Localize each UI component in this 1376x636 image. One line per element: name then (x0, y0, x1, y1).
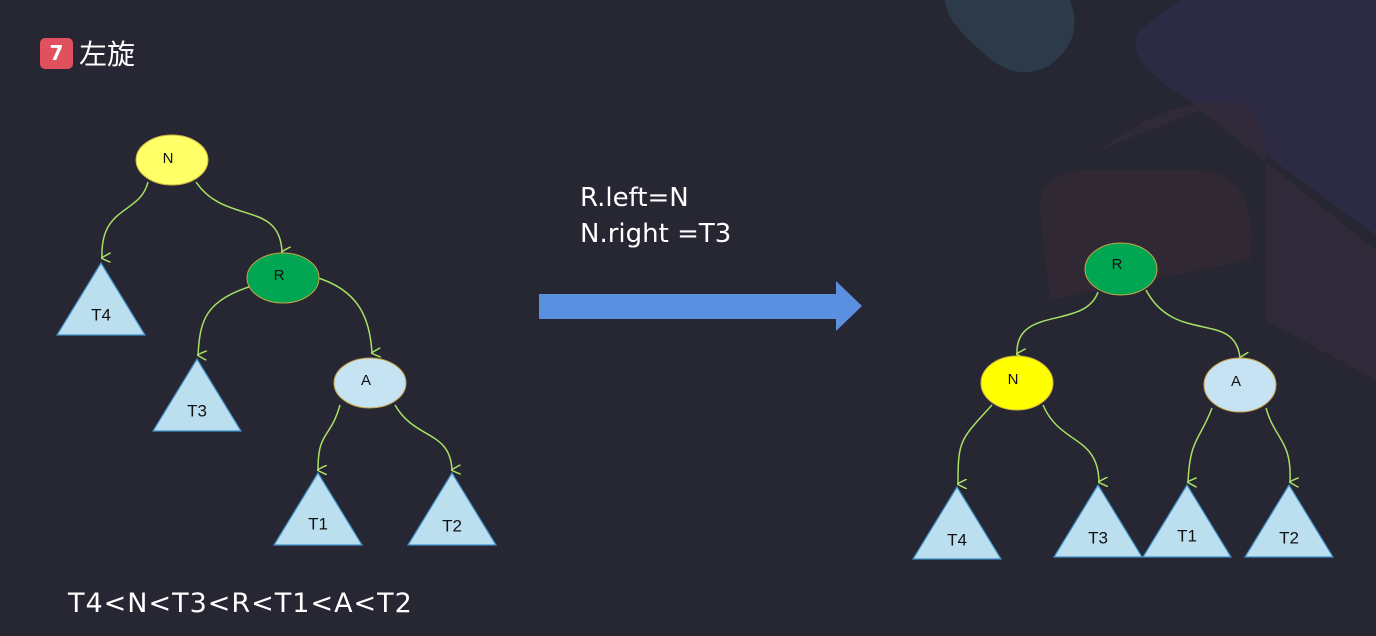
svg-text:R: R (274, 267, 285, 284)
leaf-T1: T1 (1141, 483, 1233, 558)
node-A: A (1203, 357, 1277, 413)
after-tree-edges (958, 289, 1290, 484)
svg-text:N: N (1008, 371, 1019, 388)
svg-text:N: N (163, 150, 174, 167)
before-tree: N R A T4 T3 T1 T2 (55, 134, 498, 546)
leaf-T2: T2 (406, 471, 498, 546)
node-A: A (333, 357, 407, 409)
rotation-rules: R.left=N N.right =T3 (580, 180, 731, 252)
svg-text:T3: T3 (1088, 528, 1108, 547)
node-N: N (980, 355, 1054, 411)
background-decoration (945, 0, 1376, 380)
svg-text:T1: T1 (308, 514, 328, 533)
svg-text:T2: T2 (442, 516, 462, 535)
leaf-T2: T2 (1243, 483, 1335, 558)
svg-text:R: R (1112, 256, 1123, 273)
leaf-T3: T3 (1052, 483, 1144, 558)
svg-text:T4: T4 (947, 530, 967, 549)
leaf-T3: T3 (151, 357, 243, 432)
svg-text:T4: T4 (91, 305, 111, 324)
transform-arrow (539, 281, 862, 331)
leaf-T4: T4 (911, 485, 1003, 560)
svg-text:T2: T2 (1279, 528, 1299, 547)
node-R: R (246, 252, 320, 304)
svg-text:A: A (1231, 373, 1241, 390)
node-N: N (135, 134, 209, 186)
number-badge: 7 (40, 37, 73, 69)
rule-line-1: R.left=N (580, 183, 689, 213)
svg-text:T3: T3 (187, 401, 207, 420)
leaf-T1: T1 (272, 471, 364, 546)
after-tree: R N A T4 T3 T1 T2 (911, 242, 1335, 560)
svg-text:A: A (361, 372, 371, 389)
leaf-T4: T4 (55, 261, 147, 336)
before-tree-edges (102, 181, 452, 470)
node-R: R (1084, 242, 1158, 296)
svg-text:T1: T1 (1177, 526, 1197, 545)
rule-line-2: N.right =T3 (580, 219, 732, 249)
slide-title: 7 左旋 (40, 33, 135, 73)
ordering-text: T4<N<T3<R<T1<A<T2 (68, 588, 413, 619)
title-text: 左旋 (79, 38, 136, 71)
